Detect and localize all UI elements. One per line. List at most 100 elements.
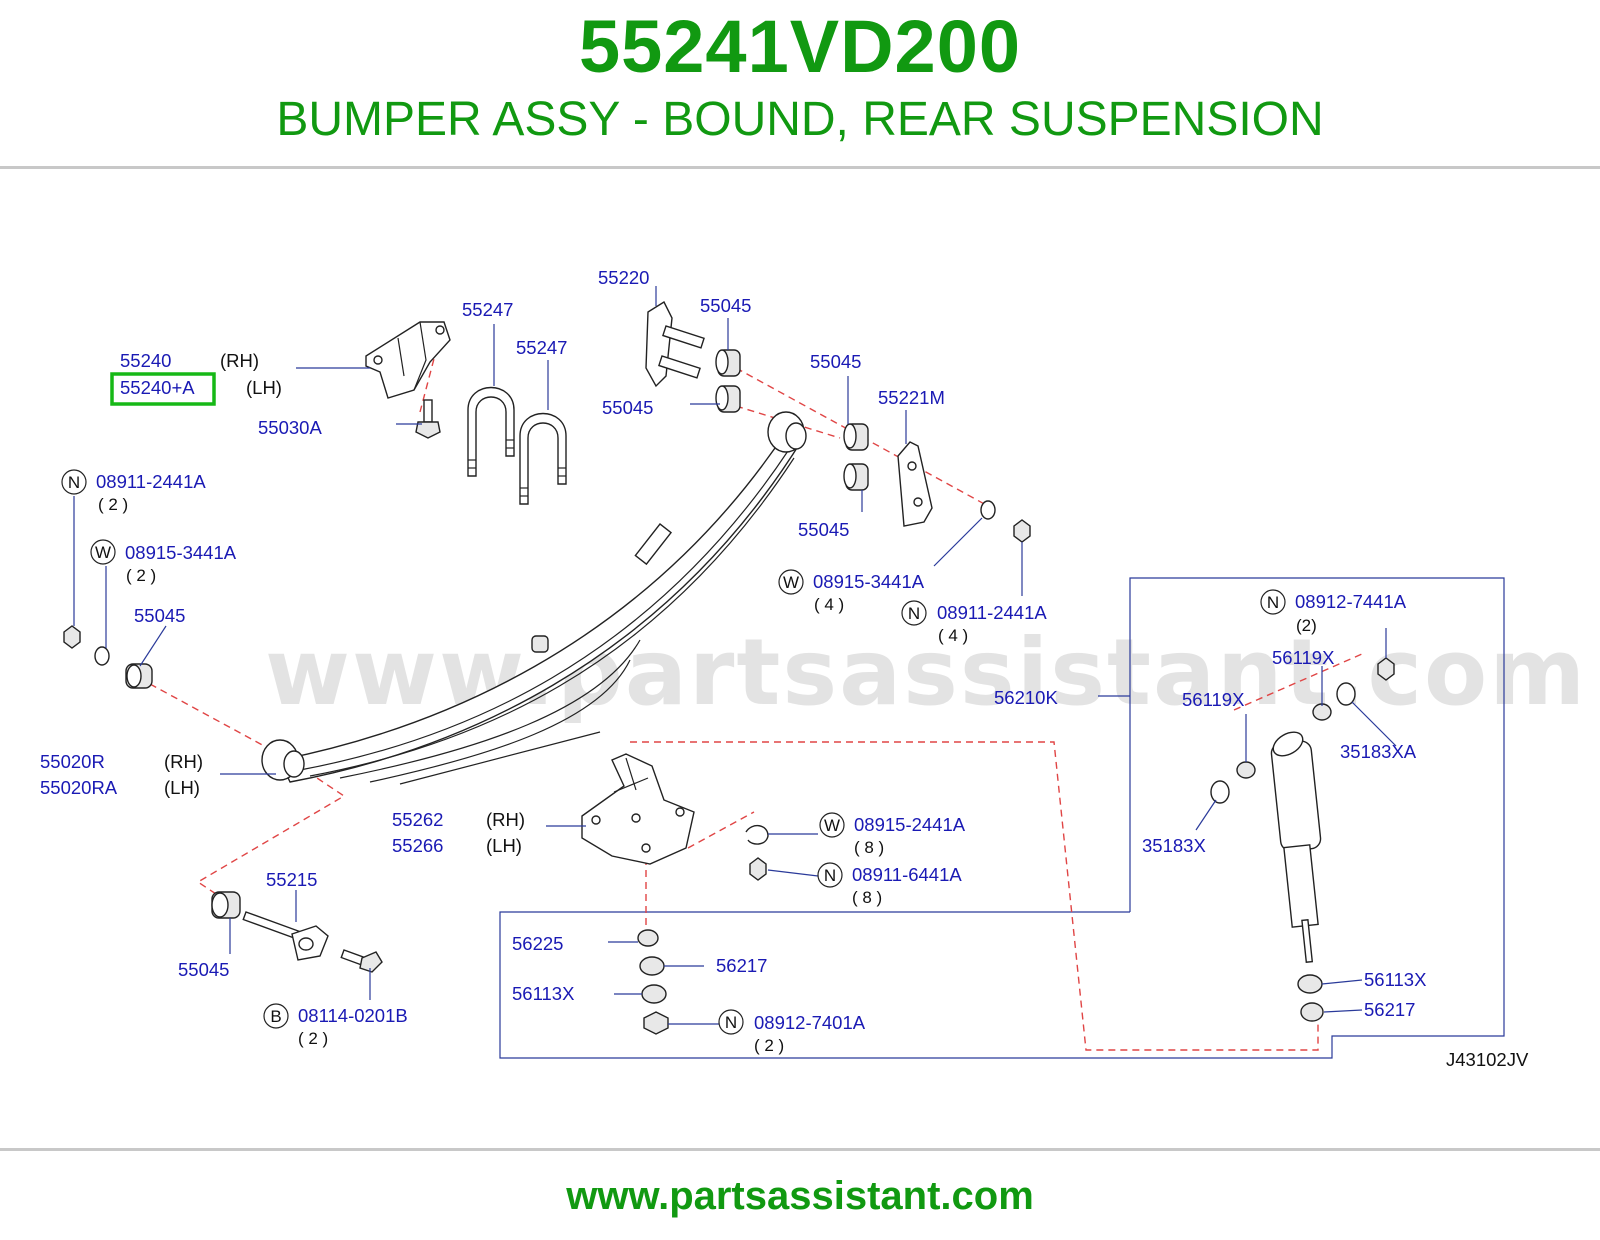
spring-seat [581, 753, 695, 865]
label-35183xa[interactable]: 35183XA [1340, 741, 1417, 762]
label-08915-3441a-left[interactable]: 08915-3441A [125, 542, 237, 563]
marker-w-2: W [778, 569, 804, 595]
leader-lines [73, 286, 1397, 1025]
label-rh-3: (RH) [486, 809, 525, 830]
label-55045-d[interactable]: 55045 [134, 605, 185, 626]
label-56210k[interactable]: 56210K [994, 687, 1058, 708]
label-08912-7401a[interactable]: 08912-7401A [754, 1012, 866, 1033]
label-55045-b[interactable]: 55045 [810, 351, 861, 372]
bolt-08114-0201b [340, 949, 383, 973]
label-55247-b[interactable]: 55247 [516, 337, 567, 358]
label-55262[interactable]: 55262 [392, 809, 443, 830]
qty-2-a: ( 2 ) [98, 495, 128, 514]
u-bolt-1 [467, 386, 515, 477]
bushing-56225-icon [637, 929, 659, 947]
bushing-56113x-icon [641, 984, 667, 1004]
label-35183x[interactable]: 35183X [1142, 835, 1206, 856]
marker-n-2: N [901, 600, 927, 626]
leaf-spring [261, 411, 807, 785]
label-56225[interactable]: 56225 [512, 933, 563, 954]
label-56119x-b[interactable]: 56119X [1182, 689, 1244, 710]
shock-absorber-group-box [499, 577, 1505, 1059]
qty-8-a: ( 8 ) [854, 838, 884, 857]
label-55240-a[interactable]: 55240+A [120, 377, 195, 398]
label-55045-c[interactable]: 55045 [602, 397, 653, 418]
svg-text:N: N [824, 866, 836, 885]
footer-divider [0, 1148, 1600, 1151]
label-08911-6441a[interactable]: 08911-6441A [852, 864, 962, 885]
label-lh-3: (LH) [486, 835, 522, 856]
marker-b-1: B [263, 1003, 289, 1029]
marker-n-1: N [61, 469, 87, 495]
label-55020ra[interactable]: 55020RA [40, 777, 118, 798]
label-55045-e[interactable]: 55045 [798, 519, 849, 540]
label-55215[interactable]: 55215 [266, 869, 317, 890]
label-56113x-a[interactable]: 56113X [512, 983, 574, 1004]
label-08912-7441a[interactable]: 08912-7441A [1295, 591, 1407, 612]
svg-text:N: N [68, 473, 80, 492]
washer-right-icon [980, 500, 996, 520]
svg-text:N: N [1267, 593, 1279, 612]
washer-56217-lower-icon [1300, 1002, 1324, 1022]
label-55220[interactable]: 55220 [598, 267, 649, 288]
label-55045-a[interactable]: 55045 [700, 295, 751, 316]
label-56119x-a[interactable]: 56119X [1272, 647, 1334, 668]
washer-seat-icon [745, 825, 769, 845]
qty-2-e: ( 2 ) [754, 1036, 784, 1055]
bound-bumper-bracket [365, 321, 451, 399]
nut-right-icon [1013, 519, 1031, 543]
bushing-56119x-bottom-icon [1236, 761, 1256, 779]
label-55030a[interactable]: 55030A [258, 417, 322, 438]
shock-absorber [1270, 731, 1322, 963]
bushing-top [715, 349, 741, 377]
nut-08912-7401a-icon [643, 1011, 669, 1035]
label-08911-2441a-left[interactable]: 08911-2441A [96, 471, 206, 492]
nut-seat-icon [749, 857, 767, 881]
svg-text:B: B [270, 1007, 281, 1026]
label-lh-2: (LH) [164, 777, 200, 798]
header-divider [0, 166, 1600, 169]
label-lh-1: (LH) [246, 377, 282, 398]
bushing-middle [715, 385, 741, 413]
washer-56217-icon [639, 956, 665, 976]
bushing-shackle-top [843, 423, 869, 451]
shackle-pin [242, 911, 329, 961]
marker-n-5: N [718, 1009, 744, 1035]
qty-4-a: ( 4 ) [814, 595, 844, 614]
bushing-56119x-top-icon [1312, 703, 1332, 721]
label-rh-1: (RH) [220, 350, 259, 371]
label-08114-0201b[interactable]: 08114-0201B [298, 1005, 408, 1026]
label-08915-3441a-right[interactable]: 08915-3441A [813, 571, 925, 592]
label-55045-f[interactable]: 55045 [178, 959, 229, 980]
bolt-55030a [415, 399, 441, 439]
label-08915-2441a[interactable]: 08915-2441A [854, 814, 966, 835]
washer-left-icon [94, 646, 110, 666]
label-rh-2: (RH) [164, 751, 203, 772]
bushing-lower [211, 891, 241, 919]
label-08911-2441a-right[interactable]: 08911-2441A [937, 602, 1047, 623]
washer-35183x-icon [1210, 780, 1230, 804]
diagram-code: J43102JV [1446, 1049, 1529, 1070]
label-55240[interactable]: 55240 [120, 350, 171, 371]
svg-text:W: W [783, 573, 799, 592]
bushing-rear-eye [125, 663, 153, 689]
label-56217-b[interactable]: 56217 [1364, 999, 1415, 1020]
svg-text:N: N [908, 604, 920, 623]
qty-8-b: ( 8 ) [852, 888, 882, 907]
label-55247-a[interactable]: 55247 [462, 299, 513, 320]
footer-url[interactable]: www.partsassistant.com [566, 1174, 1034, 1218]
front-spring-hanger [645, 300, 705, 388]
label-55266[interactable]: 55266 [392, 835, 443, 856]
qty-2-c: (2) [1296, 616, 1317, 635]
label-55221m[interactable]: 55221M [878, 387, 945, 408]
label-56113x-b[interactable]: 56113X [1364, 969, 1426, 990]
header: 55241VD200 BUMPER ASSY - BOUND, REAR SUS… [0, 0, 1600, 168]
qty-2-b: ( 2 ) [126, 566, 156, 585]
nut-left-icon [63, 625, 81, 649]
marker-w-1: W [90, 539, 116, 565]
washer-35183xa-icon [1336, 682, 1356, 706]
marker-w-3: W [819, 812, 845, 838]
label-55020r[interactable]: 55020R [40, 751, 105, 772]
qty-4-b: ( 4 ) [938, 626, 968, 645]
label-56217-a[interactable]: 56217 [716, 955, 767, 976]
